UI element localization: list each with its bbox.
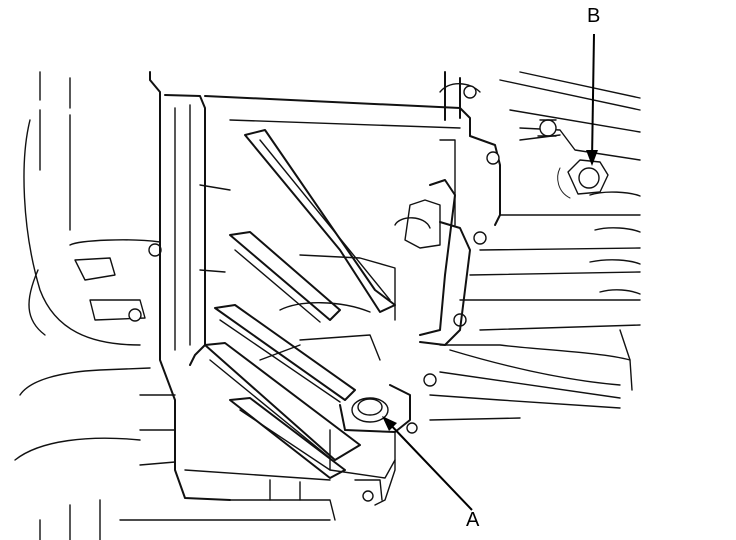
callout-arrow-a	[382, 416, 473, 511]
drain-plug-a	[351, 397, 389, 423]
transmission-case-right	[423, 71, 641, 421]
engine-block-left	[14, 71, 331, 540]
support-bracket	[394, 179, 471, 346]
transaxle-housing	[149, 71, 501, 501]
callout-label-a: A	[466, 509, 480, 531]
lower-housing	[139, 384, 418, 521]
callout-label-b: B	[587, 5, 600, 27]
bolt-b	[557, 159, 609, 199]
callout-arrow-b	[586, 33, 598, 166]
housing-ribs	[204, 129, 396, 479]
